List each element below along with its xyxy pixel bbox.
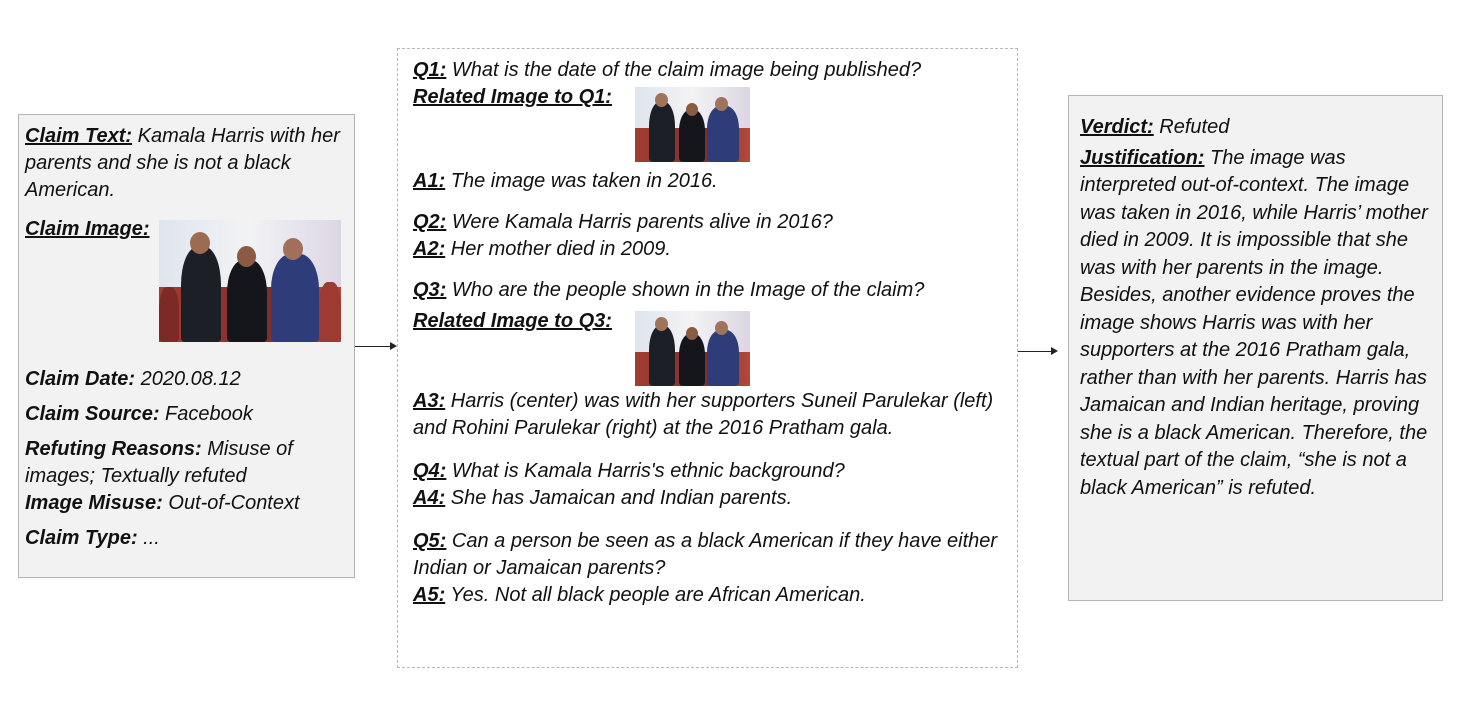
related-image-q3-label: Related Image to Q3: — [413, 310, 612, 332]
verdict-row: Verdict: Refuted — [1080, 114, 1432, 142]
claim-image — [159, 220, 342, 342]
claim-date-value: 2020.08.12 — [135, 368, 241, 390]
refuting-reasons-label: Refuting Reasons: — [25, 438, 202, 460]
related-image-q1-row: Related Image to Q1: — [413, 84, 1005, 111]
claim-source-row: Claim Source: Facebook — [25, 401, 348, 428]
claim-source-label: Claim Source: — [25, 403, 160, 425]
image-misuse-label: Image Misuse: — [25, 492, 163, 514]
a2-text: Her mother died in 2009. — [445, 238, 671, 260]
q1-label: Q1: — [413, 59, 447, 81]
claim-date-label: Claim Date: — [25, 368, 136, 390]
a4-text: She has Jamaican and Indian parents. — [445, 487, 793, 509]
q1-row: Q1: What is the date of the claim image … — [413, 57, 1005, 84]
q1-text: What is the date of the claim image bein… — [446, 59, 922, 81]
claim-to-qa-arrow — [355, 342, 397, 350]
related-image-q1 — [635, 87, 750, 162]
a5-label: A5: — [413, 584, 446, 606]
qa-panel: Q1: What is the date of the claim image … — [397, 48, 1018, 668]
qa-to-verdict-arrow — [1018, 347, 1058, 355]
a4-label: A4: — [413, 487, 446, 509]
refuting-reasons-value: Misuse of images; Textually refuted — [25, 438, 293, 487]
a2-label: A2: — [413, 238, 446, 260]
claim-date-row: Claim Date: 2020.08.12 — [25, 366, 348, 393]
a3-text: Harris (center) was with her supporters … — [413, 390, 994, 439]
q5-text: Can a person be seen as a black American… — [413, 530, 998, 579]
justification-label: Justification: — [1080, 146, 1205, 169]
related-image-q3 — [635, 311, 750, 386]
q5-label: Q5: — [413, 530, 447, 552]
claim-type-label: Claim Type: — [25, 527, 138, 549]
verdict-value: Refuted — [1153, 116, 1230, 138]
q4-label: Q4: — [413, 460, 447, 482]
a1-text: The image was taken in 2016. — [445, 170, 718, 192]
claim-type-row: Claim Type: ... — [25, 525, 348, 552]
refuting-reasons-row: Refuting Reasons: Misuse of images; Text… — [25, 436, 348, 490]
q2-row: Q2: Were Kamala Harris parents alive in … — [413, 209, 1005, 236]
justification-text: The image was interpreted out-of-context… — [1080, 146, 1428, 499]
image-misuse-value: Out-of-Context — [162, 492, 300, 514]
claim-text-value: Kamala Harris with her parents and she i… — [25, 125, 340, 201]
justification-row: Justification: The image was interpreted… — [1080, 145, 1432, 503]
claim-text-label: Claim Text: — [25, 125, 133, 147]
a3-label: A3: — [413, 390, 446, 412]
a5-row: A5: Yes. Not all black people are Africa… — [413, 582, 1005, 609]
a1-row: A1: The image was taken in 2016. — [413, 168, 1005, 195]
claim-panel: Claim Text: Kamala Harris with her paren… — [18, 114, 355, 578]
a3-row: A3: Harris (center) was with her support… — [413, 388, 1005, 442]
verdict-label: Verdict: — [1080, 116, 1154, 138]
related-image-q1-label: Related Image to Q1: — [413, 86, 612, 108]
claim-image-row: Claim Image: — [25, 216, 348, 342]
q4-row: Q4: What is Kamala Harris's ethnic backg… — [413, 458, 1005, 485]
claim-source-value: Facebook — [159, 403, 253, 425]
q4-text: What is Kamala Harris's ethnic backgroun… — [446, 460, 845, 482]
a4-row: A4: She has Jamaican and Indian parents. — [413, 485, 1005, 512]
a2-row: A2: Her mother died in 2009. — [413, 236, 1005, 263]
q2-label: Q2: — [413, 211, 447, 233]
claim-type-value: ... — [137, 527, 160, 549]
q3-label: Q3: — [413, 279, 447, 301]
claim-text-row: Claim Text: Kamala Harris with her paren… — [25, 123, 348, 204]
q3-text: Who are the people shown in the Image of… — [446, 279, 925, 301]
claim-image-label: Claim Image: — [25, 218, 150, 240]
verdict-panel: Verdict: Refuted Justification: The imag… — [1068, 95, 1443, 601]
a1-label: A1: — [413, 170, 446, 192]
q3-row: Q3: Who are the people shown in the Imag… — [413, 277, 1005, 304]
image-misuse-row: Image Misuse: Out-of-Context — [25, 490, 348, 517]
q5-row: Q5: Can a person be seen as a black Amer… — [413, 528, 1005, 582]
a5-text: Yes. Not all black people are African Am… — [445, 584, 866, 606]
related-image-q3-row: Related Image to Q3: — [413, 308, 1005, 335]
q2-text: Were Kamala Harris parents alive in 2016… — [446, 211, 833, 233]
